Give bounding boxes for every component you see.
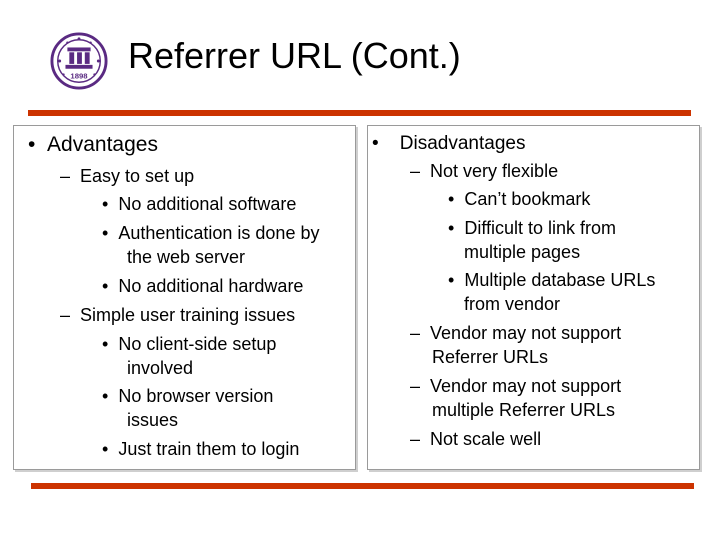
list-item-continuation: Referrer URLs bbox=[432, 347, 549, 367]
bullet-marker: • bbox=[102, 194, 109, 214]
list-item: – Simple user training issues bbox=[60, 305, 295, 326]
dash-marker: – bbox=[410, 429, 421, 449]
list-item-text: Just train them to login bbox=[118, 439, 300, 459]
dash-marker: – bbox=[60, 305, 71, 325]
dash-marker: – bbox=[410, 323, 421, 343]
list-item-text: Not scale well bbox=[430, 429, 542, 449]
list-item-continuation: the web server bbox=[127, 247, 246, 267]
dash-marker: – bbox=[410, 161, 421, 181]
bullet-marker: • bbox=[102, 439, 109, 459]
advantages-panel: • Advantages – Easy to set up • No addit… bbox=[13, 125, 356, 470]
list-item: • No additional hardware bbox=[102, 276, 303, 297]
list-item-text: No client-side setup bbox=[118, 334, 277, 354]
list-item-text: Can’t bookmark bbox=[464, 189, 591, 209]
list-item: • No client-side setup bbox=[102, 334, 276, 355]
list-item: • Can’t bookmark bbox=[448, 189, 590, 210]
list-item: • Just train them to login bbox=[102, 439, 299, 460]
list-item: – Vendor may not support bbox=[410, 323, 621, 344]
bullet-marker: • bbox=[28, 133, 36, 156]
list-item-text: Vendor may not support bbox=[430, 376, 622, 396]
list-item-text: No browser version bbox=[118, 386, 274, 406]
advantages-heading: Advantages bbox=[47, 133, 158, 156]
bullet-marker: • bbox=[102, 386, 109, 406]
list-item-text: Simple user training issues bbox=[80, 305, 296, 325]
university-seal-icon: 1898 bbox=[50, 32, 108, 90]
list-item-continuation: from vendor bbox=[464, 294, 561, 314]
list-item-text: No additional hardware bbox=[118, 276, 304, 296]
disadvantages-panel: • Disadvantages – Not very flexible • Ca… bbox=[367, 125, 700, 470]
bullet-marker: • bbox=[102, 276, 109, 296]
bullet-marker: • bbox=[448, 270, 455, 290]
title-rule bbox=[28, 110, 691, 116]
list-item-continuation: multiple pages bbox=[464, 242, 581, 262]
dash-marker: – bbox=[410, 376, 421, 396]
list-item-continuation: multiple Referrer URLs bbox=[432, 400, 616, 420]
bullet-marker: • bbox=[448, 189, 455, 209]
list-item: • Difficult to link from bbox=[448, 218, 616, 239]
list-item: • No additional software bbox=[102, 194, 296, 215]
list-item-continuation: involved bbox=[127, 358, 194, 378]
bullet-marker: • bbox=[102, 223, 109, 243]
list-item: • Authentication is done by bbox=[102, 223, 319, 244]
list-item-text: Easy to set up bbox=[80, 166, 195, 186]
bullet-marker: • bbox=[448, 218, 455, 238]
list-item: • No browser version bbox=[102, 386, 273, 407]
list-item-text: Difficult to link from bbox=[464, 218, 617, 238]
list-item: – Not very flexible bbox=[410, 161, 558, 182]
list-item: – Vendor may not support bbox=[410, 376, 621, 397]
list-item: • Multiple database URLs bbox=[448, 270, 655, 291]
list-item-continuation: issues bbox=[127, 410, 179, 430]
list-item: – Not scale well bbox=[410, 429, 541, 450]
page-title: Referrer URL (Cont.) bbox=[128, 35, 461, 76]
logo-year: 1898 bbox=[70, 71, 88, 80]
disadvantages-heading: Disadvantages bbox=[399, 133, 526, 154]
footer-rule bbox=[31, 483, 694, 489]
list-item-text: Authentication is done by bbox=[118, 223, 320, 243]
advantages-heading-line: • Advantages bbox=[28, 133, 158, 157]
list-item-text: Multiple database URLs bbox=[464, 270, 656, 290]
disadvantages-heading-line: • Disadvantages bbox=[372, 133, 525, 155]
list-item-text: Vendor may not support bbox=[430, 323, 622, 343]
list-item: – Easy to set up bbox=[60, 166, 194, 187]
bullet-marker: • bbox=[372, 133, 379, 154]
dash-marker: – bbox=[60, 166, 71, 186]
list-item-text: Not very flexible bbox=[430, 161, 559, 181]
list-item-text: No additional software bbox=[118, 194, 297, 214]
bullet-marker: • bbox=[102, 334, 109, 354]
